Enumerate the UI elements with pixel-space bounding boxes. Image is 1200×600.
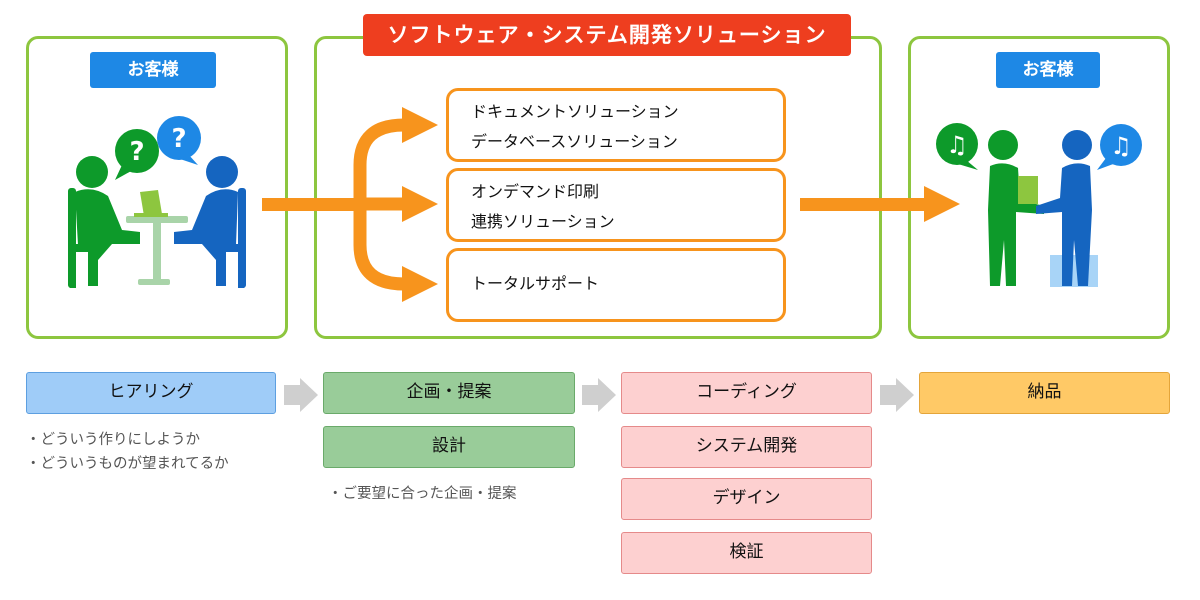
customer-label-right: お客様 <box>996 52 1100 88</box>
solution-box-total-support: トータルサポート <box>446 248 786 322</box>
customer-label-left: お客様 <box>90 52 216 88</box>
stage-planning-proposal: 企画・提案 <box>323 372 575 414</box>
planning-notes: ・ご要望に合った企画・提案 <box>328 482 517 506</box>
solution-line: ドキュメントソリューション <box>471 102 679 121</box>
solution-line: トータルサポート <box>471 274 600 293</box>
svg-text:?: ? <box>129 137 144 167</box>
main-title: ソフトウェア・システム開発ソリューション <box>363 14 851 56</box>
flow-arrow-in <box>262 198 362 211</box>
table-icon <box>126 216 188 285</box>
note-item: ・どういうものが望まれてるか <box>26 456 229 472</box>
music-note-bubble-icon: ♫ <box>1097 124 1142 170</box>
stage-coding: コーディング <box>621 372 872 414</box>
stage-verification: 検証 <box>621 532 872 574</box>
solution-line: 連携ソリューション <box>471 212 615 231</box>
music-note-bubble-icon: ♫ <box>936 123 978 170</box>
svg-text:?: ? <box>171 124 186 154</box>
handshake-illustration: ♫ ♫ <box>936 123 1142 287</box>
chevron-right-icon <box>880 378 914 412</box>
solution-box-document-database: ドキュメントソリューション データベースソリューション <box>446 88 786 162</box>
svg-text:♫: ♫ <box>1110 132 1132 160</box>
branch-arrowheads <box>402 107 438 302</box>
question-bubble-icon: ? <box>115 129 159 180</box>
solution-line: オンデマンド印刷 <box>471 182 600 201</box>
solution-line: データベースソリューション <box>471 132 678 151</box>
flow-arrow-out <box>800 186 960 222</box>
meeting-illustration: ? ? <box>68 116 246 288</box>
stage-delivery: 納品 <box>919 372 1170 414</box>
stage-design: デザイン <box>621 478 872 520</box>
stage-design-spec: 設計 <box>323 426 575 468</box>
note-item: ・ご要望に合った企画・提案 <box>328 486 517 502</box>
svg-text:♫: ♫ <box>946 131 968 159</box>
branch-arrows <box>353 118 405 291</box>
laptop-icon <box>134 190 168 217</box>
note-item: ・どういう作りにしようか <box>26 432 200 448</box>
solution-box-ondemand-print: オンデマンド印刷 連携ソリューション <box>446 168 786 242</box>
hearing-notes: ・どういう作りにしようか ・どういうものが望まれてるか <box>26 428 229 476</box>
stage-hearing: ヒアリング <box>26 372 276 414</box>
chevron-right-icon <box>284 378 318 412</box>
chevron-right-icon <box>582 378 616 412</box>
question-bubble-icon: ? <box>157 116 201 165</box>
stage-system-development: システム開発 <box>621 426 872 468</box>
document-icon <box>1018 176 1038 204</box>
package-icon <box>1050 255 1098 287</box>
